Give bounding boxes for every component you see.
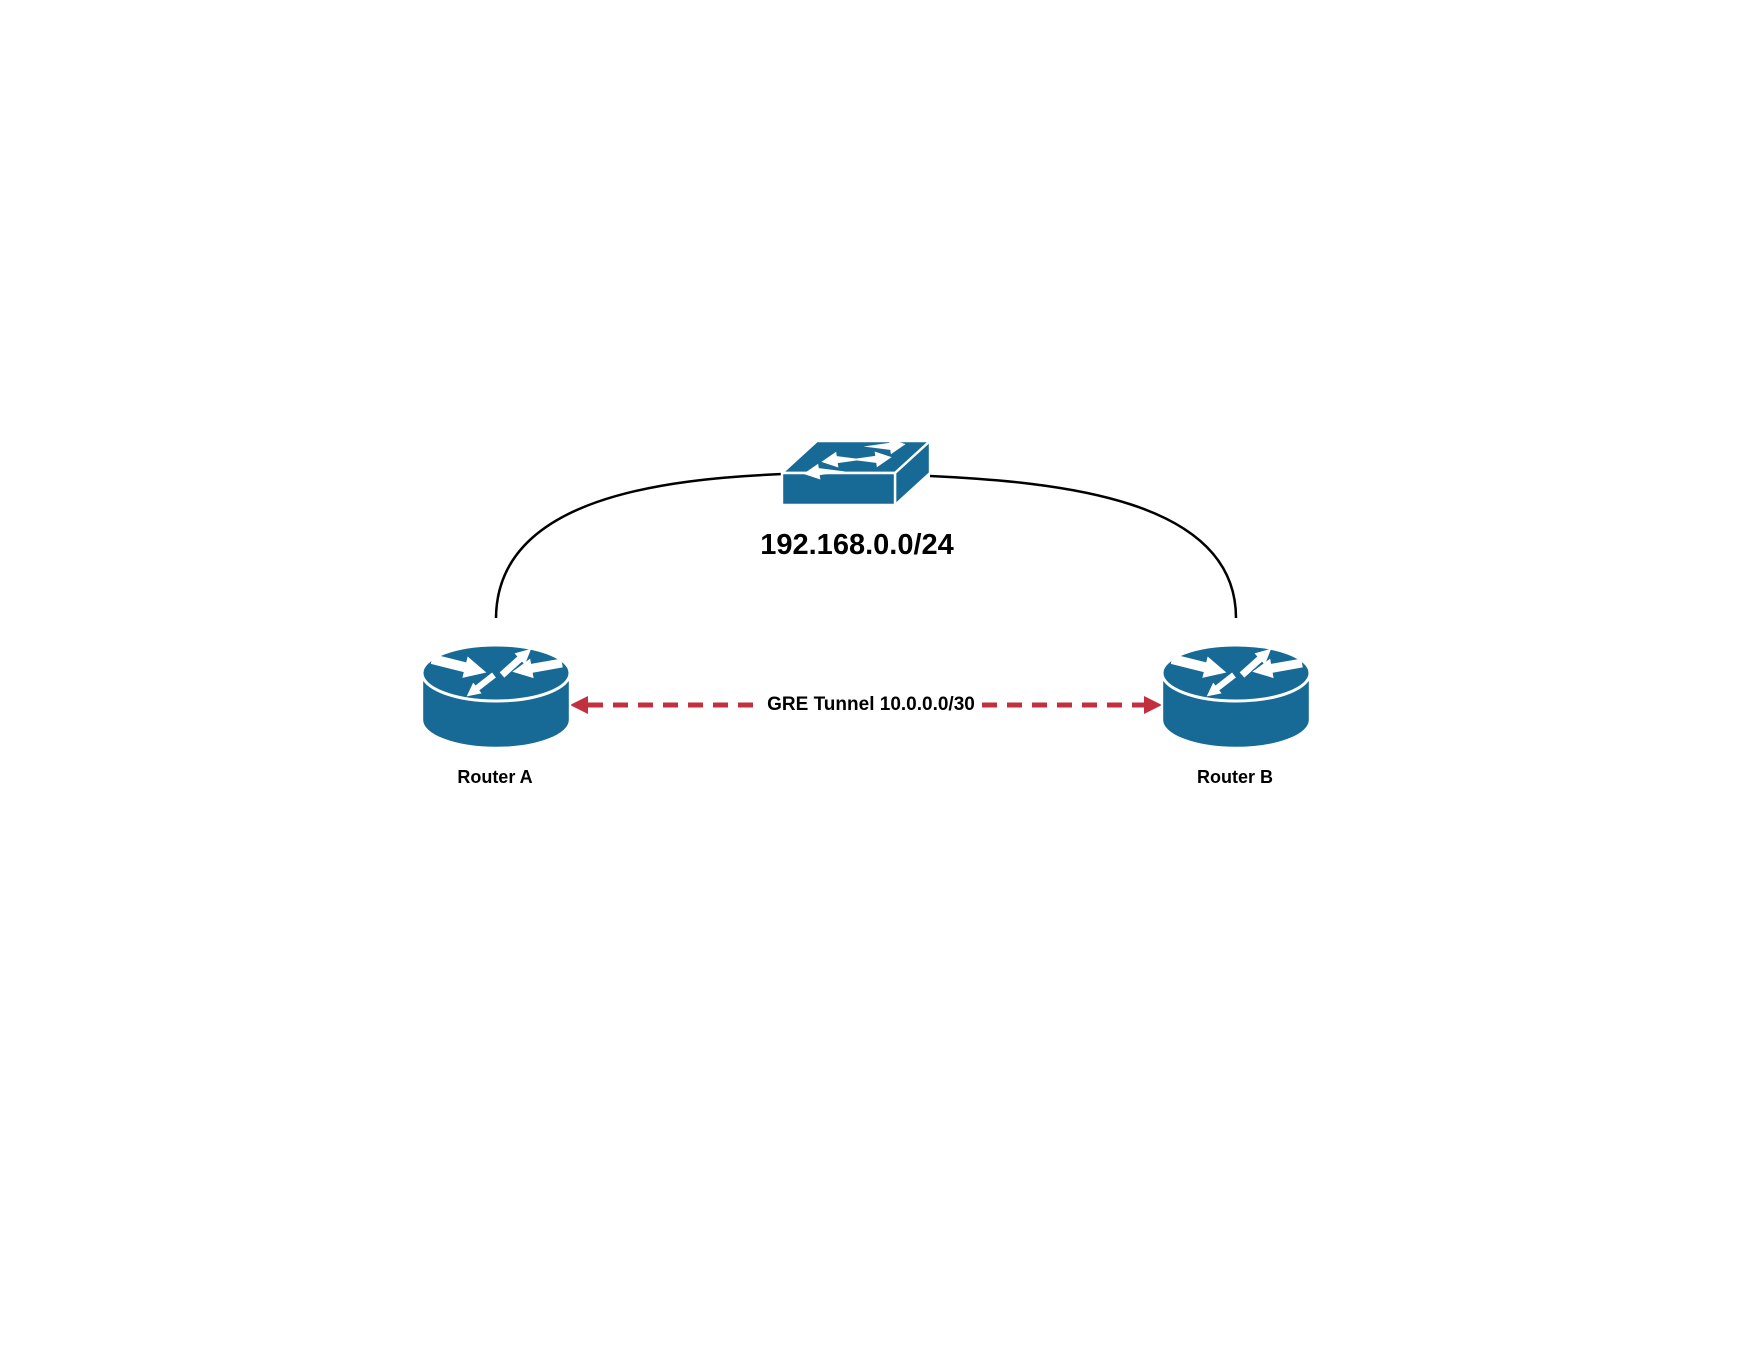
switch-front-face [780,471,897,507]
router-a-label: Router A [457,767,533,787]
router-a-icon [420,643,572,750]
router-b-icon [1160,643,1312,750]
cable-router-a-to-switch [494,472,783,619]
cable-router-b-to-switch [929,474,1238,619]
router-a-top [420,643,572,703]
router-b-top [1160,643,1312,703]
router-b-label: Router B [1197,767,1273,787]
tunnel-arrowhead-right-icon [1144,696,1162,714]
tunnel-arrowhead-left-icon [570,696,588,714]
gre-tunnel-label: GRE Tunnel 10.0.0.0/30 [767,694,975,715]
switch-icon [780,436,932,507]
gre-tunnel-link [570,696,1162,714]
network-subnet-label: 192.168.0.0/24 [760,529,954,561]
